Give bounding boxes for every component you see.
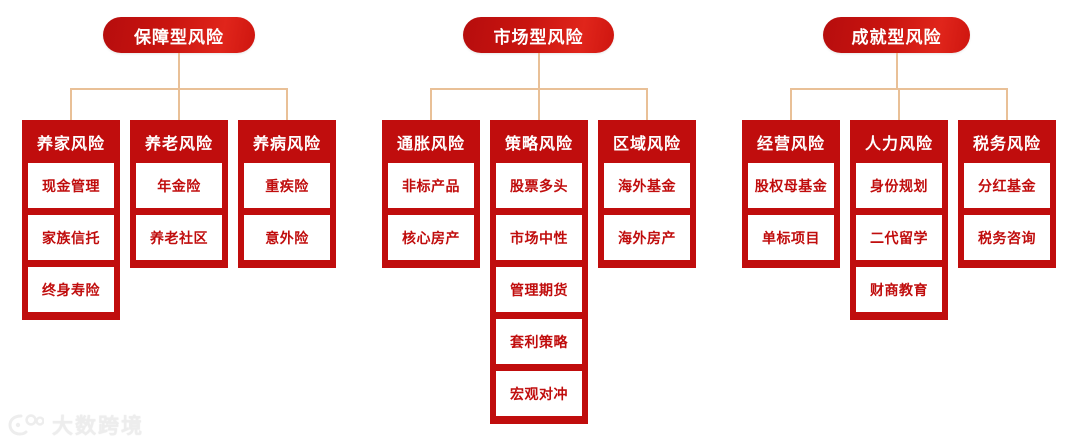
connector-drop-0 <box>70 88 72 120</box>
connector-drop-1 <box>538 88 540 120</box>
connector-stem <box>896 53 898 88</box>
connector-drop-0 <box>430 88 432 120</box>
risk-column-header: 养老风险 <box>144 135 213 153</box>
risk-item[interactable]: 财商教育 <box>856 267 942 312</box>
risk-item[interactable]: 套利策略 <box>496 319 582 364</box>
risk-column[interactable]: 税务风险分红基金税务咨询 <box>958 120 1056 268</box>
risk-item[interactable]: 股权母基金 <box>748 163 834 208</box>
risk-column-header: 经营风险 <box>756 135 825 153</box>
risk-item[interactable]: 核心房产 <box>388 215 474 260</box>
risk-item[interactable]: 海外基金 <box>604 163 690 208</box>
risk-item[interactable]: 家族信托 <box>28 215 114 260</box>
risk-column[interactable]: 养家风险现金管理家族信托终身寿险 <box>22 120 120 320</box>
risk-item[interactable]: 重疾险 <box>244 163 330 208</box>
group-pill-label: 市场型风险 <box>493 27 584 47</box>
connector-drop-0 <box>790 88 792 120</box>
risk-item[interactable]: 非标产品 <box>388 163 474 208</box>
connector-stem <box>538 53 540 88</box>
connector-drop-1 <box>898 88 900 120</box>
risk-item[interactable]: 股票多头 <box>496 163 582 208</box>
risk-item[interactable]: 意外险 <box>244 215 330 260</box>
risk-item[interactable]: 二代留学 <box>856 215 942 260</box>
risk-item[interactable]: 终身寿险 <box>28 267 114 312</box>
risk-item[interactable]: 海外房产 <box>604 215 690 260</box>
risk-item[interactable]: 宏观对冲 <box>496 371 582 416</box>
connector-drop-2 <box>286 88 288 120</box>
risk-column[interactable]: 区域风险海外基金海外房产 <box>598 120 696 268</box>
risk-item[interactable]: 养老社区 <box>136 215 222 260</box>
risk-item[interactable]: 税务咨询 <box>964 215 1050 260</box>
risk-column-header: 区域风险 <box>612 135 681 153</box>
group-pill-g0[interactable]: 保障型风险 <box>103 17 255 53</box>
connector-drop-2 <box>646 88 648 120</box>
risk-column-header: 策略风险 <box>504 135 573 153</box>
risk-column[interactable]: 人力风险身份规划二代留学财商教育 <box>850 120 948 320</box>
risk-column-header: 通胀风险 <box>396 135 465 153</box>
risk-column[interactable]: 策略风险股票多头市场中性管理期货套利策略宏观对冲 <box>490 120 588 424</box>
risk-item[interactable]: 分红基金 <box>964 163 1050 208</box>
risk-column[interactable]: 养老风险年金险养老社区 <box>130 120 228 268</box>
risk-column-header: 税务风险 <box>972 135 1041 153</box>
watermark-text: 大数跨境 <box>52 415 144 438</box>
risk-item[interactable]: 现金管理 <box>28 163 114 208</box>
risk-column[interactable]: 通胀风险非标产品核心房产 <box>382 120 480 268</box>
connector-drop-1 <box>178 88 180 120</box>
risk-column[interactable]: 养病风险重疾险意外险 <box>238 120 336 268</box>
connector-drop-2 <box>1006 88 1008 120</box>
risk-item[interactable]: 年金险 <box>136 163 222 208</box>
risk-column-header: 养病风险 <box>252 135 321 153</box>
risk-item[interactable]: 管理期货 <box>496 267 582 312</box>
watermark: 大数跨境 <box>8 410 144 440</box>
risk-item[interactable]: 市场中性 <box>496 215 582 260</box>
group-pill-label: 保障型风险 <box>134 27 224 47</box>
group-pill-g2[interactable]: 成就型风险 <box>823 17 970 53</box>
connector-stem <box>178 53 180 88</box>
risk-item[interactable]: 单标项目 <box>748 215 834 260</box>
risk-column-header: 人力风险 <box>864 135 933 153</box>
watermark-logo-icon <box>8 412 45 438</box>
risk-column-header: 养家风险 <box>36 135 105 153</box>
risk-item[interactable]: 身份规划 <box>856 163 942 208</box>
risk-column[interactable]: 经营风险股权母基金单标项目 <box>742 120 840 268</box>
group-pill-label: 成就型风险 <box>851 27 942 47</box>
group-pill-g1[interactable]: 市场型风险 <box>463 17 614 53</box>
